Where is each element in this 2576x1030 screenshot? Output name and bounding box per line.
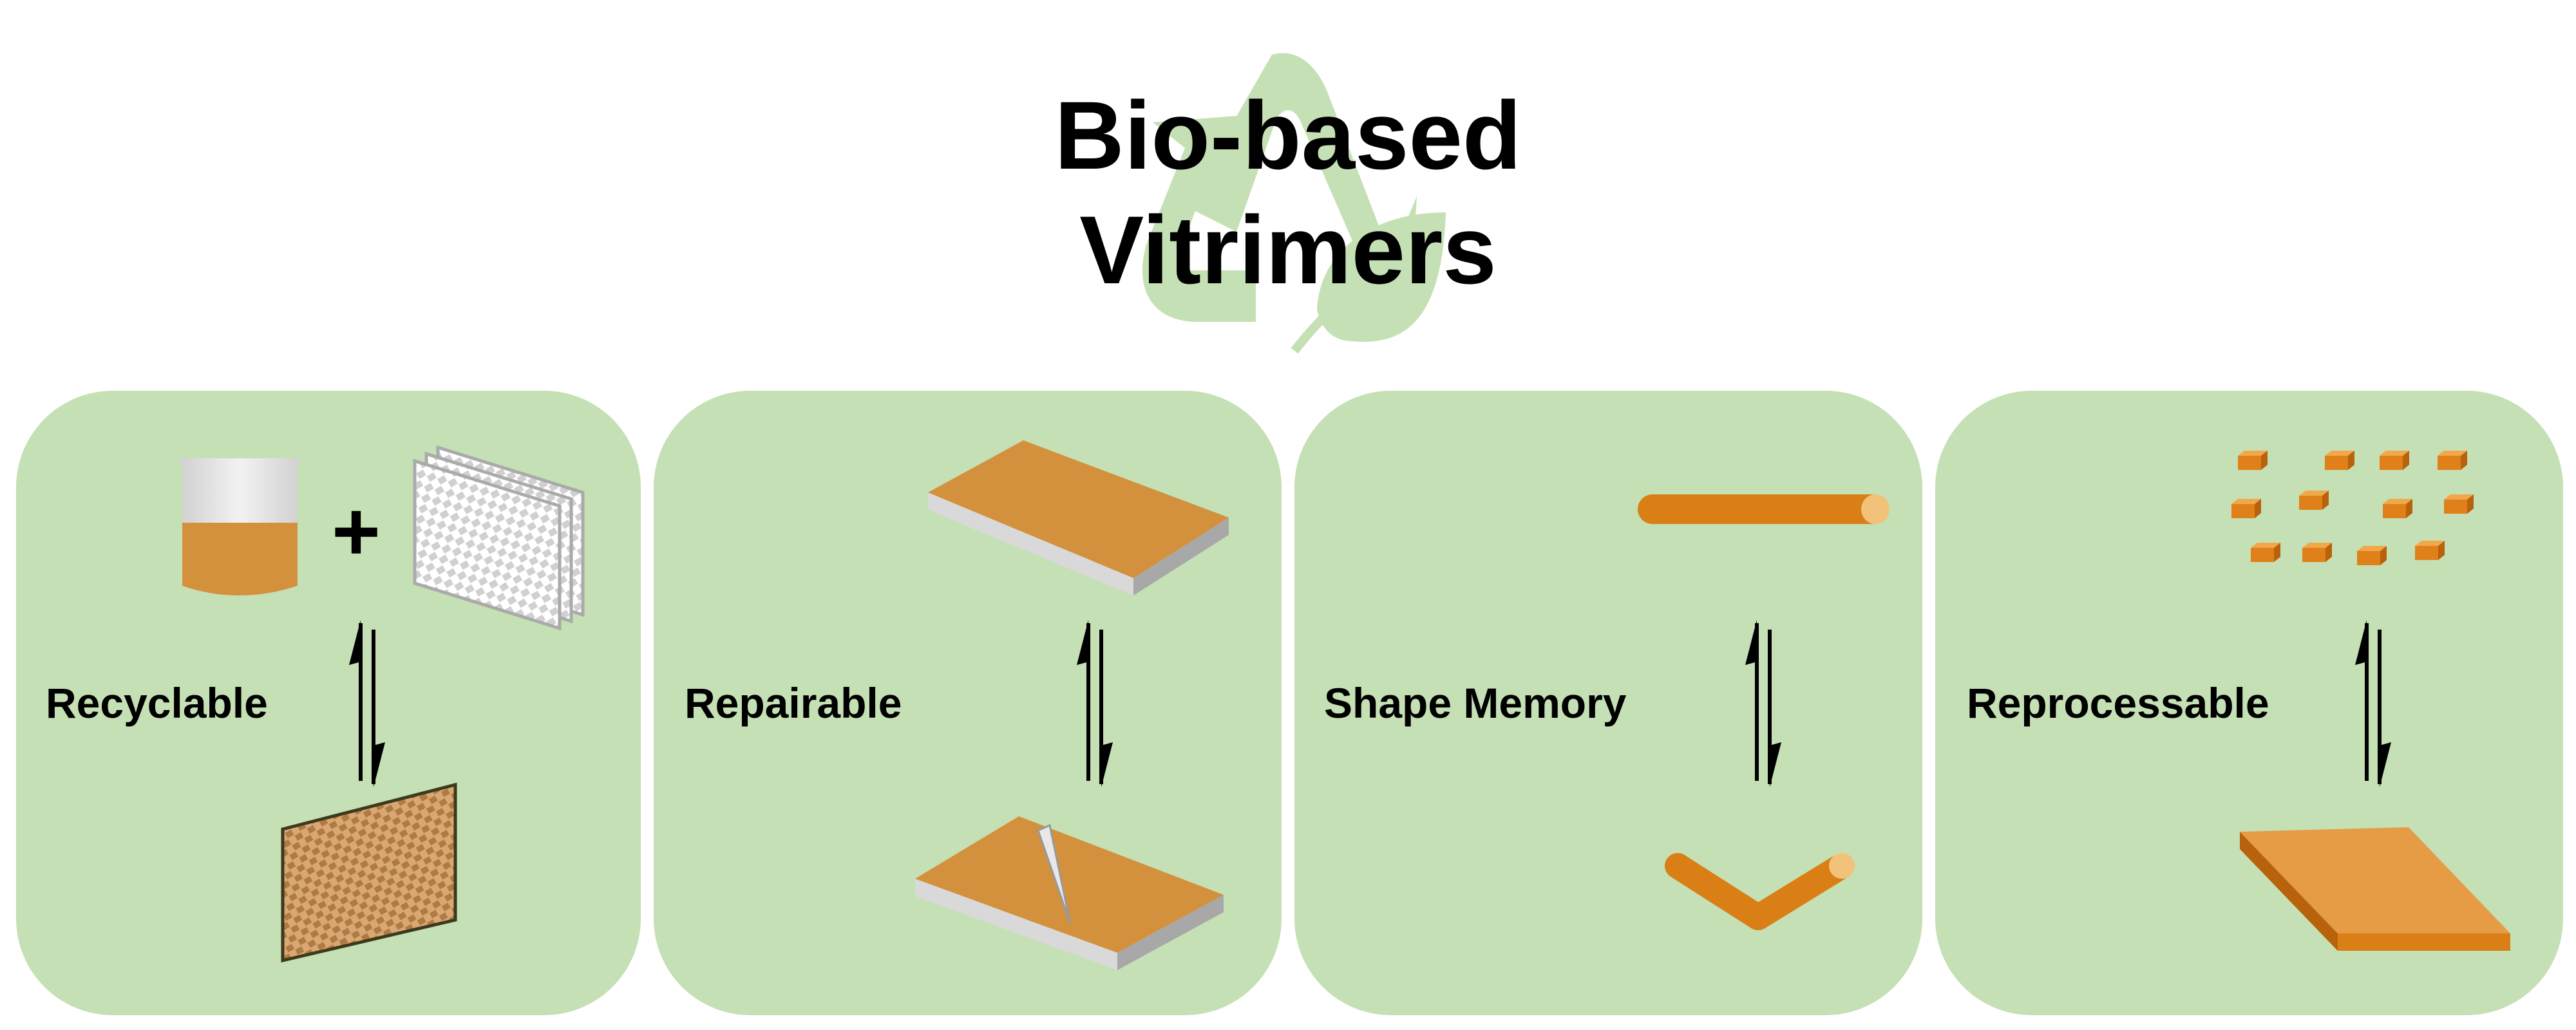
straight-rod-icon: [1638, 494, 1889, 524]
bent-rod-icon: [1665, 853, 1855, 930]
panel-label: Shape Memory: [1324, 679, 1627, 727]
panel-label: Recyclable: [46, 679, 268, 727]
panel-repairable: Repairable: [654, 391, 1282, 1015]
plus-operator: +: [332, 484, 381, 578]
panel-label: Reprocessable: [1967, 679, 2269, 727]
reprocessed-slab-icon: [2240, 827, 2510, 951]
fiber-fabric-icon: [413, 445, 585, 631]
panel-shape-memory: Shape Memory: [1294, 391, 1922, 1015]
title-line-2: Vitrimers: [1079, 196, 1497, 304]
recycle-leaf-logo: [1142, 53, 1446, 354]
panel-recyclable: + Recyclable: [16, 391, 641, 1015]
composite-panel-icon: [281, 782, 457, 963]
beaker-icon: [177, 458, 303, 595]
panel-label: Repairable: [685, 679, 902, 727]
panel-reprocessable: Reprocessable: [1935, 391, 2563, 1015]
cracked-slab-icon: [915, 816, 1224, 970]
title-line-1: Bio-based: [1054, 81, 1521, 189]
slab-icon: [928, 440, 1229, 595]
